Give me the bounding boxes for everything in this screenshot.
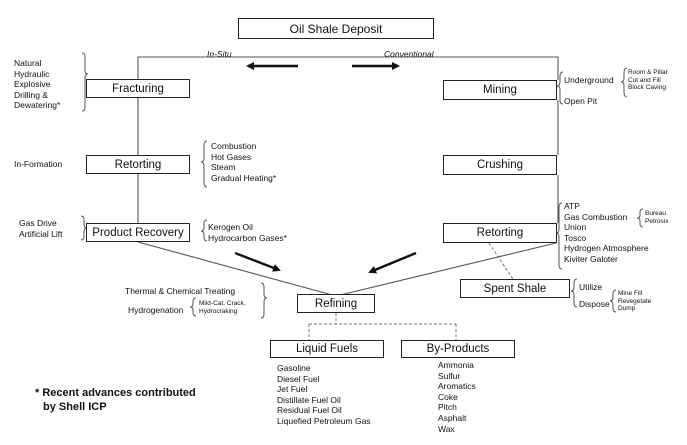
crushing-box: Crushing bbox=[443, 155, 557, 175]
underground-method: Room & Pillar bbox=[628, 69, 668, 76]
thermal-chemical-treating-label: Thermal & Chemical Treating bbox=[125, 286, 236, 296]
by-products-list: Ammonia Sulfur Aromatics Coke Pitch Asph… bbox=[438, 360, 476, 434]
spent-shale-box: Spent Shale bbox=[460, 279, 570, 298]
fracturing-method: Hydraulic bbox=[14, 68, 50, 79]
underground-methods: Room & Pillar Cut and Fill Block Caving bbox=[628, 69, 668, 92]
recovery-method: Artificial Lift bbox=[19, 228, 63, 239]
surface-retorting-box: Retorting bbox=[443, 223, 557, 243]
liquid-fuels-box: Liquid Fuels bbox=[270, 340, 384, 358]
in-formation-label: In-Formation bbox=[14, 159, 63, 169]
heat-source: Gradual Heating* bbox=[211, 172, 277, 183]
open-pit-label: Open Pit bbox=[564, 96, 598, 106]
in-situ-label: In-Situ bbox=[207, 49, 232, 59]
underground-method: Block Caving bbox=[628, 84, 666, 91]
recovery-method: Gas Drive bbox=[19, 218, 57, 228]
liquid-fuel-item: Residual Fuel Oil bbox=[277, 405, 342, 416]
dispose-method: Mine Fill bbox=[618, 290, 643, 297]
fracturing-method: Natural bbox=[14, 58, 42, 68]
liquid-fuel-item: Jet Fuel bbox=[277, 384, 308, 395]
by-product-item: Ammonia bbox=[438, 360, 474, 370]
recovery-methods: Gas Drive Artificial Lift bbox=[19, 218, 62, 239]
by-product-item: Wax bbox=[438, 423, 455, 434]
gas-combustion-variant: Bureau bbox=[645, 210, 666, 217]
retorting-process: Tosco bbox=[564, 232, 587, 243]
by-product-item: Aromatics bbox=[438, 381, 476, 392]
heat-sources: Combustion Hot Gases Steam Gradual Heati… bbox=[211, 141, 276, 183]
dispose-methods: Mine Fill Revegetate Dump bbox=[618, 290, 651, 313]
recovery-product: Kerogen Oil bbox=[208, 222, 253, 232]
oil-shale-deposit-box: Oil Shale Deposit bbox=[238, 18, 434, 39]
conventional-label: Conventional bbox=[384, 49, 434, 59]
fracturing-method: Explosive bbox=[14, 79, 51, 89]
mining-box: Mining bbox=[443, 80, 557, 100]
recovery-products: Kerogen Oil Hydrocarbon Gases* bbox=[208, 222, 287, 243]
dispose-method: Dump bbox=[618, 305, 636, 312]
fracturing-method: Dewatering* bbox=[14, 100, 61, 110]
footnote-line: by Shell ICP bbox=[43, 401, 107, 413]
retorting-process: Kiviter Galoter bbox=[564, 253, 618, 264]
hydrogenation-method: Hydrocraking bbox=[199, 307, 238, 315]
by-product-item: Asphalt bbox=[438, 412, 467, 423]
recovery-product: Hydrocarbon Gases* bbox=[208, 232, 287, 243]
retorting-process: Union bbox=[564, 222, 587, 232]
hydrogenation-method: Mild-Cat. Crack. bbox=[199, 300, 246, 307]
product-recovery-box: Product Recovery bbox=[86, 223, 190, 242]
by-product-item: Pitch bbox=[438, 402, 457, 413]
fracturing-methods: Natural Hydraulic Explosive Drilling & D… bbox=[14, 58, 60, 111]
in-situ-retorting-box: Retorting bbox=[86, 155, 190, 174]
retorting-process: Hydrogen Atmosphere bbox=[564, 243, 649, 253]
underground-label: Underground bbox=[564, 75, 614, 85]
liquid-fuels-list: Gasoline Diesel Fuel Jet Fuel Distillate… bbox=[277, 363, 371, 427]
spent-shale-option: Utilize bbox=[579, 282, 603, 292]
by-product-item: Sulfur bbox=[438, 370, 461, 381]
by-product-item: Coke bbox=[438, 391, 458, 402]
fracturing-box: Fracturing bbox=[86, 79, 190, 98]
liquid-fuel-item: Distillate Fuel Oil bbox=[277, 394, 341, 405]
by-products-box: By-Products bbox=[401, 340, 515, 358]
footnote-line: * Recent advances contributed bbox=[35, 387, 196, 399]
heat-source: Steam bbox=[211, 162, 236, 172]
liquid-fuel-item: Gasoline bbox=[277, 363, 311, 373]
hydrogenation-methods: Mild-Cat. Crack. Hydrocraking bbox=[199, 300, 246, 315]
gas-combustion-variant: Petrosix bbox=[645, 217, 669, 225]
retorting-processes: ATP Gas Combustion Union Tosco Hydrogen … bbox=[564, 201, 649, 264]
spent-shale-options: Utilize Dispose bbox=[579, 279, 610, 313]
retorting-process: ATP bbox=[564, 201, 580, 211]
gas-combustion-variants: Bureau Petrosix bbox=[645, 210, 668, 225]
fracturing-method: Drilling & bbox=[14, 89, 49, 100]
liquid-fuel-item: Diesel Fuel bbox=[277, 373, 320, 384]
underground-method: Cut and Fill bbox=[628, 76, 661, 84]
footnote: * Recent advances contributed by Shell I… bbox=[35, 386, 196, 414]
hydrogenation-label: Hydrogenation bbox=[128, 305, 184, 315]
refining-box: Refining bbox=[297, 294, 375, 313]
heat-source: Combustion bbox=[211, 141, 257, 151]
heat-source: Hot Gases bbox=[211, 151, 252, 162]
spent-shale-option: Dispose bbox=[579, 299, 610, 309]
retorting-process: Gas Combustion bbox=[564, 211, 628, 222]
dispose-method: Revegetate bbox=[618, 297, 652, 305]
liquid-fuel-item: Liquefied Petroleum Gas bbox=[277, 415, 371, 426]
